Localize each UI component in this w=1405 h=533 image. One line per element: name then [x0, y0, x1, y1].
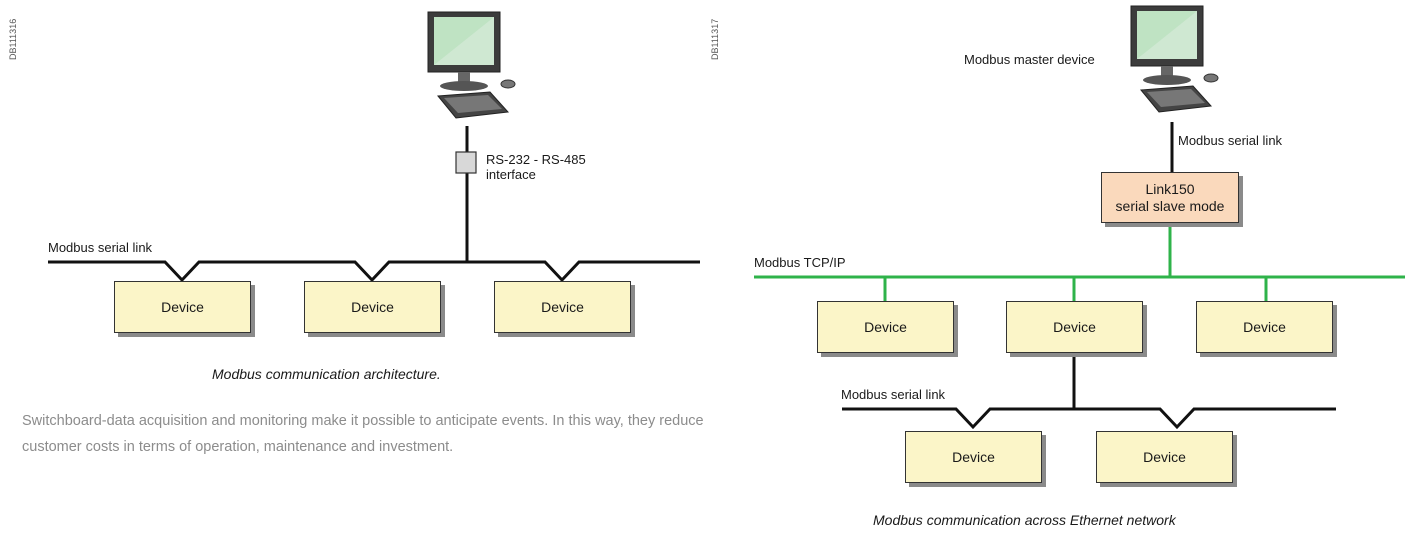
left-caption: Modbus communication architecture. — [212, 366, 441, 382]
right-ref-code: DB111317 — [710, 18, 720, 60]
master-device-label: Modbus master device — [964, 52, 1095, 67]
left-device-1: Device — [114, 281, 251, 333]
tcp-ip-label: Modbus TCP/IP — [754, 255, 846, 270]
body-text: Switchboard-data acquisition and monitor… — [22, 413, 704, 455]
link150-gateway: Link150 serial slave mode — [1101, 172, 1239, 223]
gateway-name: Link150 — [1145, 180, 1195, 197]
tcp-device-3: Device — [1196, 301, 1333, 353]
left-serial-link-label: Modbus serial link — [48, 240, 153, 255]
computer-icon — [427, 11, 516, 119]
left-ref-code: DB111316 — [8, 18, 18, 60]
right-serial-link-label-top: Modbus serial link — [1178, 133, 1283, 148]
interface-label-line1: RS-232 - RS-485 — [486, 152, 586, 167]
gateway-mode: serial slave mode — [1115, 197, 1225, 214]
tcp-device-2: Device — [1006, 301, 1143, 353]
serial-device-2: Device — [1096, 431, 1233, 483]
right-serial-link-label-bottom: Modbus serial link — [841, 387, 946, 402]
right-serial-bus — [842, 407, 1336, 430]
interface-label-line2: interface — [486, 167, 536, 182]
left-device-2: Device — [304, 281, 441, 333]
master-computer-icon — [1130, 5, 1219, 113]
serial-device-1: Device — [905, 431, 1042, 483]
left-device-3: Device — [494, 281, 631, 333]
tcp-device-1: Device — [817, 301, 954, 353]
right-caption: Modbus communication across Ethernet net… — [873, 512, 1176, 528]
left-serial-bus — [48, 260, 700, 283]
interface-box-icon — [455, 151, 477, 174]
